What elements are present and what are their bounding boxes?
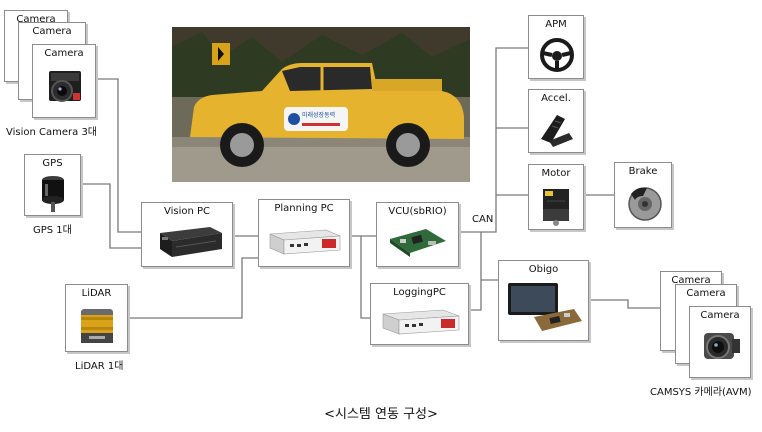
gps-card: GPS	[24, 154, 81, 216]
camera-back2-label: Camera	[16, 14, 56, 25]
brake-card: Brake	[614, 162, 672, 228]
vehicle-photo-illustration: 미래성장동력	[172, 27, 470, 182]
motor-label: Motor	[541, 168, 571, 179]
logging-pc-card: LoggingPC	[370, 283, 469, 345]
steering-wheel-icon	[540, 38, 574, 72]
logging-pc-label: LoggingPC	[393, 287, 446, 298]
planning-pc-label: Planning PC	[274, 203, 334, 214]
vcu-label: VCU(sbRIO)	[388, 206, 447, 217]
vision-pc-label: Vision PC	[163, 206, 211, 217]
avm-camera-back2-label: Camera	[671, 275, 711, 286]
gps-label: GPS	[42, 158, 63, 169]
accel-label: Accel.	[541, 93, 571, 104]
planning-pc-card: Planning PC	[258, 199, 350, 267]
lidar-sensor-icon	[81, 309, 113, 343]
avm-camera-icon	[704, 333, 740, 359]
brake-disc-icon	[628, 187, 662, 221]
lidar-label: LiDAR	[81, 288, 112, 299]
obigo-display-icon	[508, 283, 582, 331]
avm-camera-front-label: Camera	[700, 310, 740, 321]
vision-camera-caption: Vision Camera 3대	[6, 127, 98, 138]
apm-label: APM	[545, 19, 567, 30]
vehicle-photo: 미래성장동력	[172, 27, 470, 182]
accel-card: Accel.	[528, 89, 584, 153]
avm-caption: CAMSYS 카메라(AVM)	[650, 387, 752, 398]
camera-back1-label: Camera	[32, 26, 72, 37]
brake-label: Brake	[628, 166, 658, 177]
obigo-label: Obigo	[528, 264, 559, 275]
diagram-caption: <시스템 연동 구성>	[324, 407, 438, 422]
camera-icon	[49, 71, 81, 102]
vision-pc-icon	[160, 227, 222, 257]
gps-caption: GPS 1대	[33, 225, 72, 236]
camera-card-front: Camera	[32, 44, 96, 118]
vcu-board-icon	[390, 229, 446, 257]
obigo-card: Obigo	[498, 260, 589, 341]
vcu-card: VCU(sbRIO)	[376, 202, 459, 267]
lidar-caption: LiDAR 1대	[75, 361, 124, 372]
avm-camera-back1-label: Camera	[686, 288, 726, 299]
motor-icon	[543, 189, 569, 226]
camera-front-label: Camera	[44, 48, 84, 59]
avm-camera-card-front: Camera	[689, 306, 751, 378]
logging-pc-icon	[382, 309, 460, 335]
vision-pc-card: Vision PC	[141, 202, 233, 267]
can-label: CAN	[472, 214, 494, 225]
accel-pedal-icon	[541, 115, 573, 147]
photo-banner-text: 미래성장동력	[302, 111, 335, 119]
motor-card: Motor	[528, 164, 584, 230]
lidar-card: LiDAR	[65, 284, 128, 352]
planning-pc-icon	[269, 229, 341, 255]
gps-antenna-icon	[42, 176, 64, 212]
apm-card: APM	[528, 15, 584, 79]
